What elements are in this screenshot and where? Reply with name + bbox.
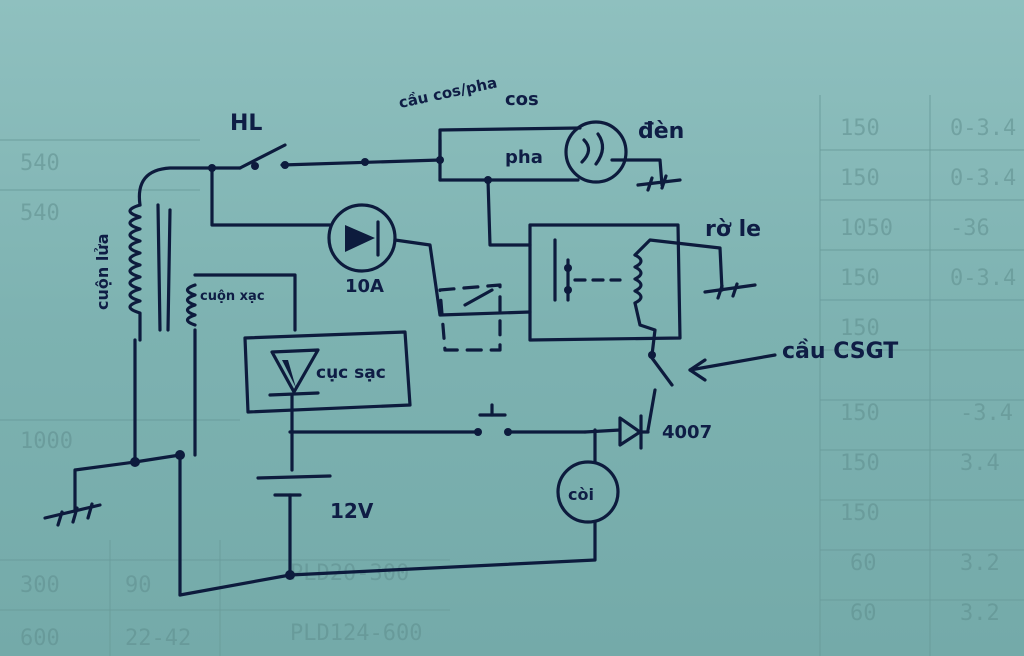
- bg-cell: 540: [20, 151, 60, 176]
- label-12v: 12V: [330, 499, 374, 523]
- label-cuon-lua: cuộn lửa: [93, 234, 112, 311]
- label-cuon-xac: cuộn xạc: [200, 289, 265, 304]
- label-cuc-sac: cục sạc: [316, 363, 386, 383]
- diode-10a: [327, 203, 397, 273]
- bg-cell: 1050: [840, 216, 893, 241]
- bg-cell: -36: [950, 216, 990, 241]
- hl-switch: [238, 143, 287, 170]
- bg-cell: 150: [840, 501, 880, 526]
- bg-cell: 60: [850, 601, 877, 626]
- labels: HL cầu cos/pha cos pha đèn rờ le cuộn lử…: [93, 74, 898, 523]
- bg-cell: 150: [840, 266, 880, 291]
- csgt-switch: [650, 356, 674, 387]
- label-ro-le: rờ le: [705, 217, 761, 242]
- junctions: [130, 156, 656, 580]
- label-diode-10a: 10A: [345, 276, 384, 297]
- charging-coil: [185, 283, 197, 327]
- bg-cell: 150: [840, 401, 880, 426]
- bg-cell: 150: [840, 116, 880, 141]
- bg-cell: 0-3.4: [950, 116, 1016, 141]
- label-cau-csgt: cầu CSGT: [782, 339, 898, 364]
- bg-cell: 150: [840, 166, 880, 191]
- bg-cell: 150: [840, 451, 880, 476]
- label-cau-cos-pha: cầu cos/pha: [397, 74, 499, 112]
- charger-diode: [268, 348, 320, 397]
- horn: [556, 460, 620, 524]
- bg-cell: 600: [20, 626, 60, 651]
- label-pha: pha: [505, 147, 543, 168]
- label-cos: cos: [505, 89, 539, 110]
- bg-cell: 0-3.4: [950, 266, 1016, 291]
- label-hl: HL: [230, 111, 262, 136]
- bg-cell: 300: [20, 573, 60, 598]
- bg-cell: 3.2: [960, 601, 1000, 626]
- bg-cell: 3.2: [960, 551, 1000, 576]
- bg-cell: 150: [840, 316, 880, 341]
- label-den: đèn: [638, 119, 684, 144]
- bg-cell: PLD124-600: [290, 621, 422, 646]
- background-table: 150 150 1050 150 150 150 150 150 60 60 0…: [0, 95, 1024, 656]
- wires: [43, 126, 777, 597]
- bg-cell: 90: [125, 573, 152, 598]
- label-coi: còi: [568, 485, 594, 504]
- bg-cell: 3.4: [960, 451, 1000, 476]
- bg-cell: 60: [850, 551, 877, 576]
- headlamp: [564, 120, 628, 184]
- ignition-coil: [128, 203, 172, 342]
- bg-cell: -3.4: [960, 401, 1013, 426]
- bg-cell: 22-42: [125, 626, 191, 651]
- label-4007: 4007: [662, 422, 712, 443]
- bg-cell: 1000: [20, 429, 73, 454]
- bg-cell: 540: [20, 201, 60, 226]
- diode-4007: [618, 414, 643, 450]
- bg-cell: 0-3.4: [950, 166, 1016, 191]
